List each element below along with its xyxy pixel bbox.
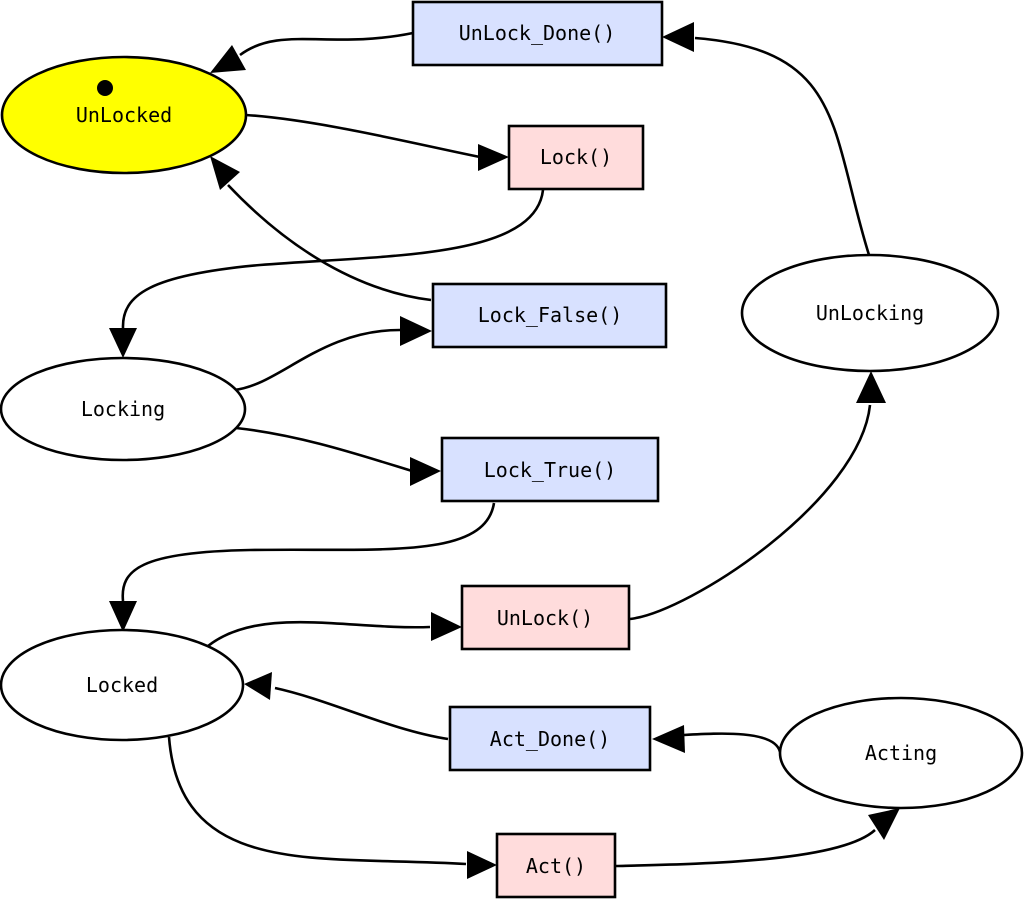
state-unlocked: UnLocked bbox=[0, 55, 248, 175]
state-locked: Locked bbox=[0, 628, 245, 742]
action-lock-label: Lock() bbox=[540, 145, 612, 169]
state-unlocked-ellipse bbox=[0, 55, 248, 175]
event-lock-false-label: Lock_False() bbox=[478, 303, 623, 327]
edge-act-to-acting bbox=[615, 808, 900, 868]
edge-lock-true-to-locked bbox=[109, 502, 496, 632]
edge-acting-to-act-done bbox=[652, 725, 782, 753]
event-unlock-done-box bbox=[411, 0, 664, 67]
state-locking: Locking bbox=[0, 356, 247, 462]
state-unlocked-label: UnLocked bbox=[76, 103, 172, 127]
action-act-label: Act() bbox=[526, 854, 586, 878]
event-unlock-done-label: UnLock_Done() bbox=[459, 21, 616, 45]
edge-locked-to-unlock bbox=[207, 612, 462, 648]
action-act-box bbox=[495, 832, 617, 899]
event-lock-false-box bbox=[431, 282, 668, 349]
event-lock-true-box bbox=[440, 436, 660, 503]
state-unlocking-ellipse bbox=[740, 253, 1000, 373]
state-unlocking: UnLocking bbox=[740, 253, 1000, 373]
edge-act-done-to-locked bbox=[244, 672, 449, 741]
edge-lock-to-locking bbox=[109, 189, 545, 358]
action-lock: Lock() bbox=[507, 124, 645, 191]
event-act-done: Act_Done() bbox=[448, 705, 652, 772]
edge-locking-to-lock-true bbox=[235, 426, 441, 486]
edge-unlock-done-to-unlocked bbox=[210, 31, 414, 73]
edge-lock-false-to-unlocked bbox=[210, 156, 432, 302]
state-locked-ellipse bbox=[0, 628, 245, 742]
state-acting-ellipse bbox=[778, 696, 1024, 810]
event-lock-true: Lock_True() bbox=[440, 436, 660, 503]
edge-unlocked-to-lock bbox=[245, 113, 509, 171]
edge-locking-to-lock-false bbox=[233, 316, 432, 392]
state-unlocking-label: UnLocking bbox=[816, 301, 924, 325]
action-unlock: UnLock() bbox=[460, 584, 631, 651]
state-locking-label: Locking bbox=[81, 397, 165, 421]
action-unlock-label: UnLock() bbox=[497, 606, 593, 630]
initial-state-dot bbox=[97, 80, 113, 96]
event-act-done-label: Act_Done() bbox=[490, 727, 610, 751]
state-locked-label: Locked bbox=[86, 673, 158, 697]
event-unlock-done: UnLock_Done() bbox=[411, 0, 664, 67]
state-acting-label: Acting bbox=[865, 741, 937, 765]
event-lock-true-label: Lock_True() bbox=[484, 458, 616, 482]
event-lock-false: Lock_False() bbox=[431, 282, 668, 349]
state-locking-ellipse bbox=[0, 356, 247, 462]
event-act-done-box bbox=[448, 705, 652, 772]
state-acting: Acting bbox=[778, 696, 1024, 810]
action-unlock-box bbox=[460, 584, 631, 651]
edge-locked-to-act bbox=[167, 736, 497, 879]
edge-unlocking-to-unlock-done bbox=[662, 22, 871, 256]
action-lock-box bbox=[507, 124, 645, 191]
action-act: Act() bbox=[495, 832, 617, 899]
edge-unlock-to-unlocking bbox=[629, 371, 886, 621]
